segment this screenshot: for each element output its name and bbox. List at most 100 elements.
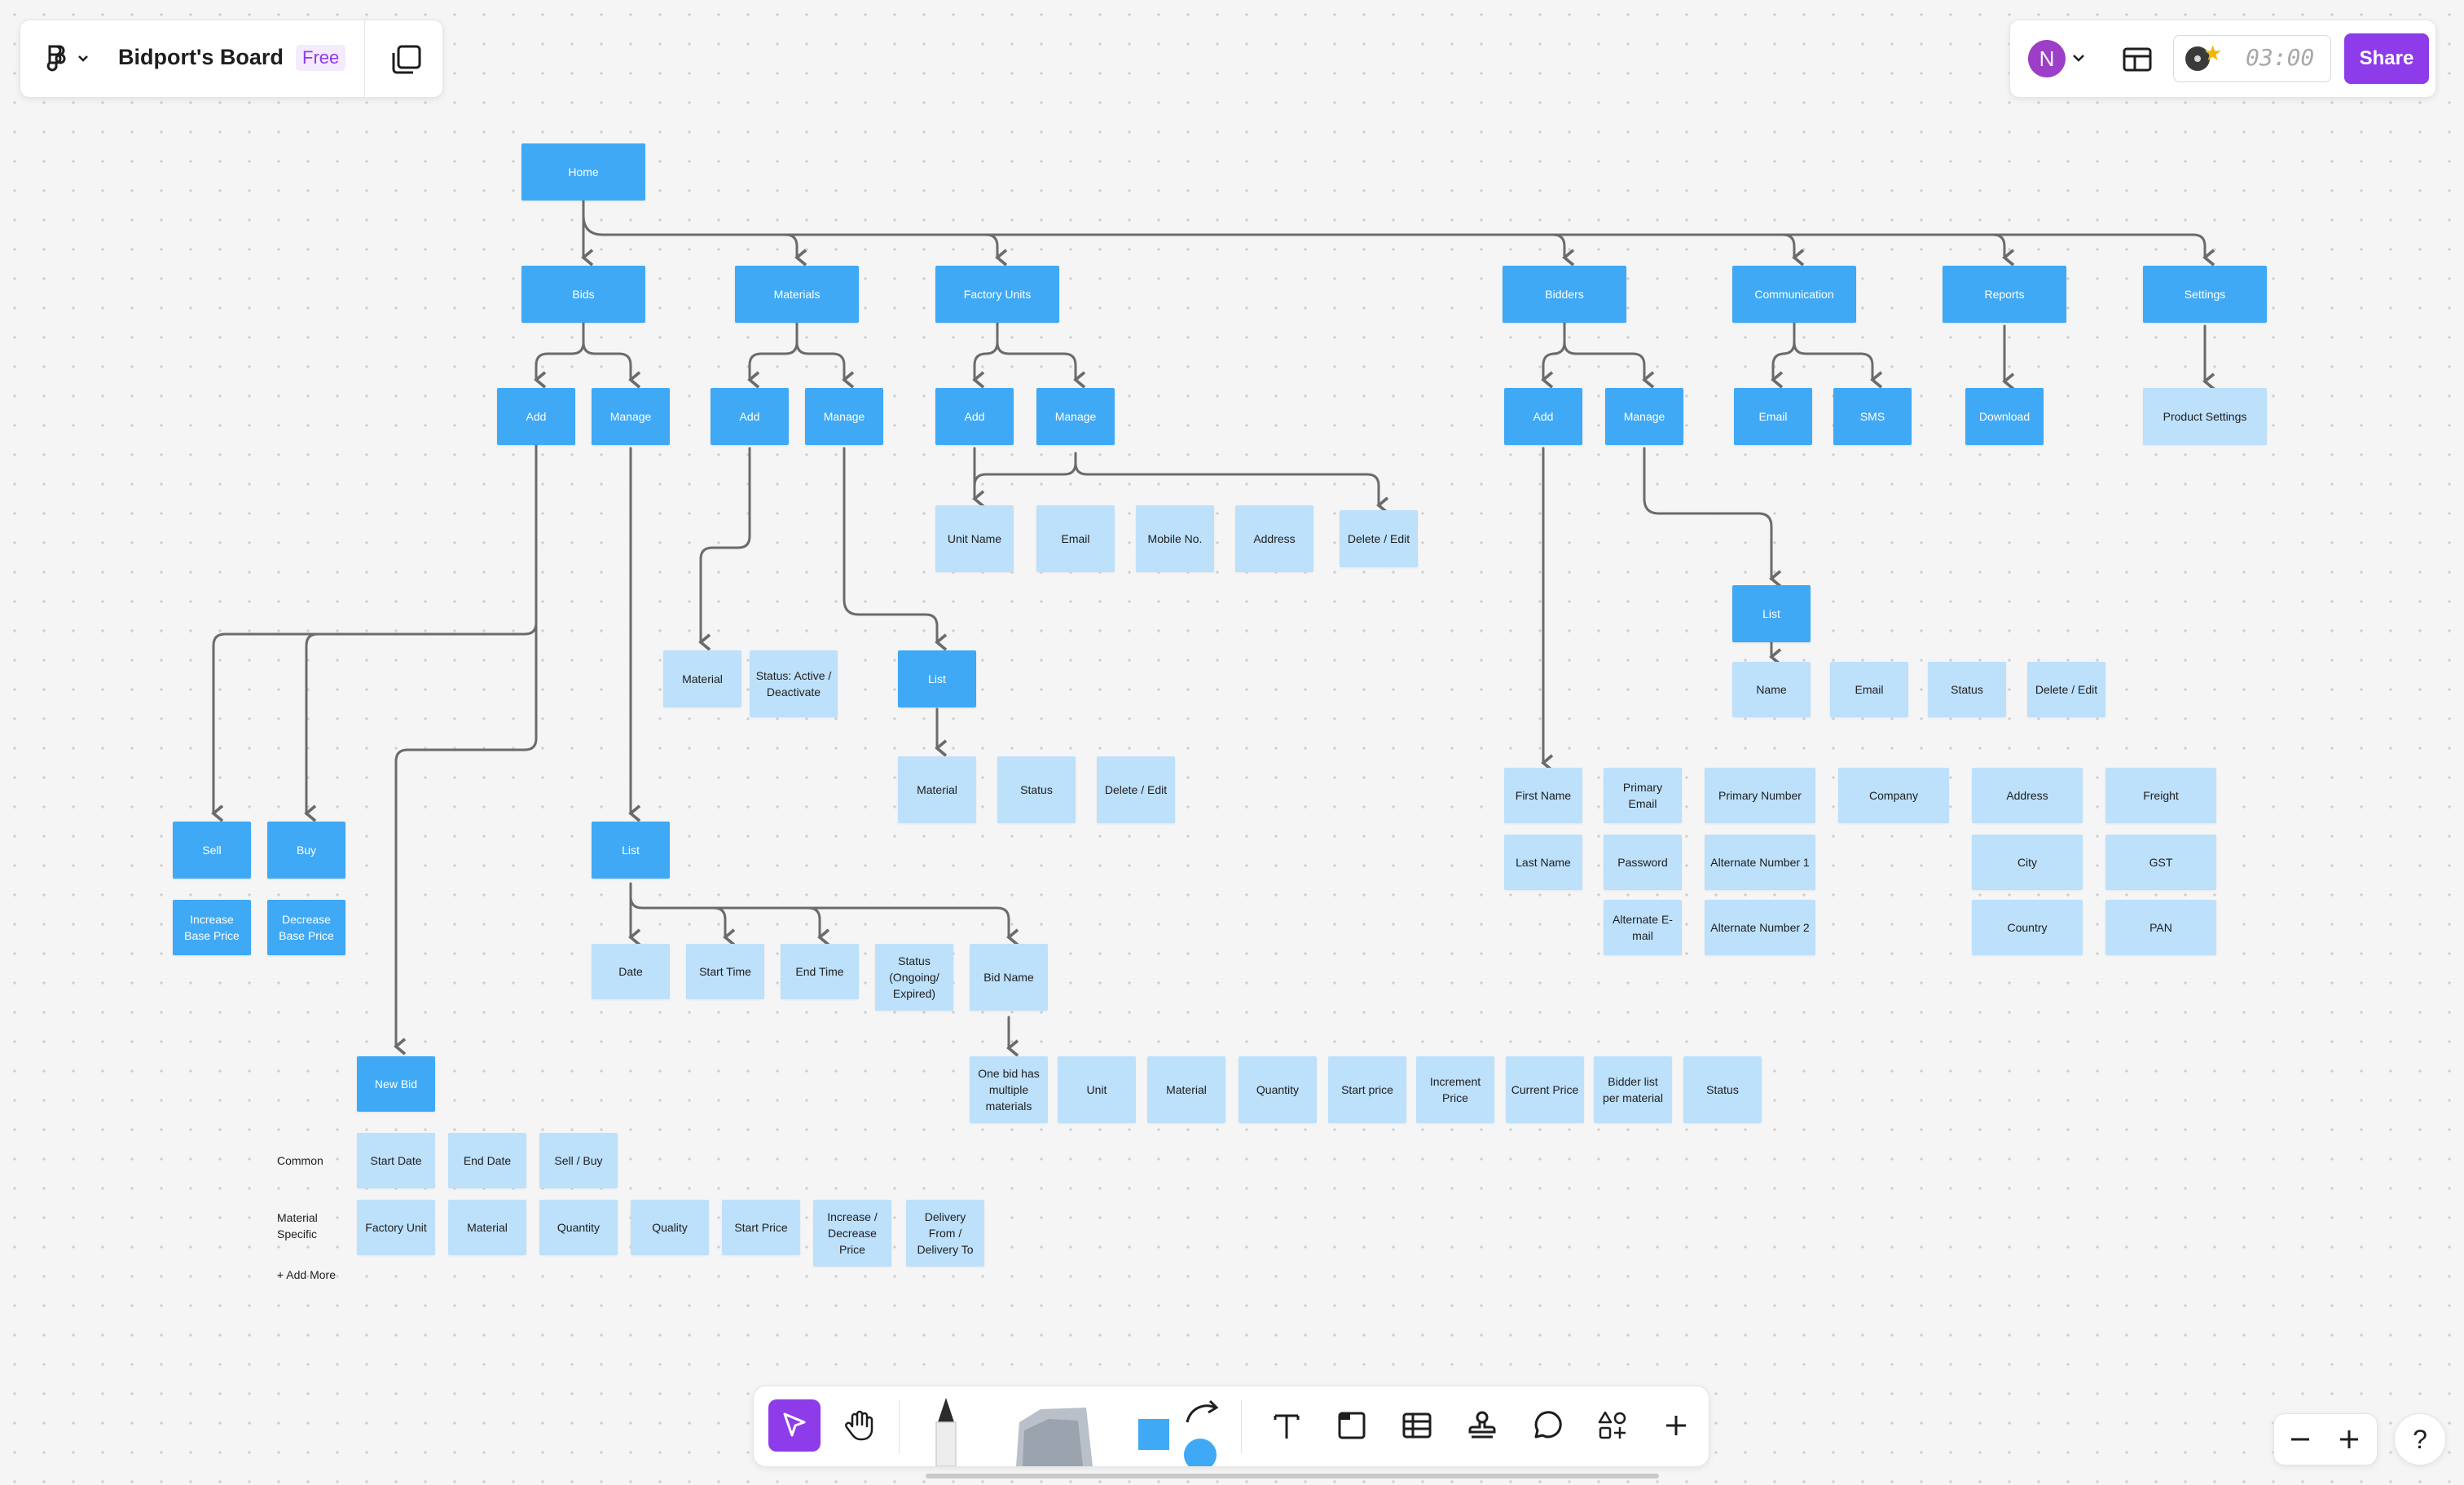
add-more-link[interactable]: + Add More bbox=[277, 1268, 336, 1281]
node-bids-list-field[interactable]: Date bbox=[592, 944, 670, 999]
node-material-specific-field[interactable]: Quality bbox=[631, 1200, 709, 1255]
node-bidder-city[interactable]: City bbox=[1972, 835, 2083, 890]
node-material-specific-field[interactable]: Start Price bbox=[722, 1200, 800, 1255]
main-menu-button[interactable] bbox=[43, 42, 92, 76]
node-factory-field[interactable]: Address bbox=[1235, 505, 1313, 572]
node-bidder-company[interactable]: Company bbox=[1838, 768, 1949, 823]
node-factory-field[interactable]: Mobile No. bbox=[1136, 505, 1214, 572]
select-tool[interactable] bbox=[768, 1399, 821, 1452]
node-bidder-primary-email[interactable]: Primary Email bbox=[1604, 768, 1682, 823]
node-factory-field[interactable]: Delete / Edit bbox=[1340, 510, 1418, 567]
node-bids-buy[interactable]: Buy bbox=[267, 822, 345, 879]
connector-tool[interactable] bbox=[1179, 1393, 1231, 1466]
node-bid-detail[interactable]: Increment Price bbox=[1416, 1056, 1494, 1123]
node-bids-sell[interactable]: Sell bbox=[173, 822, 251, 879]
node-home[interactable]: Home bbox=[521, 143, 645, 200]
node-bidder-country[interactable]: Country bbox=[1972, 900, 2083, 955]
node-bidder-pan[interactable]: PAN bbox=[2105, 900, 2216, 955]
node-bid-detail[interactable]: Start price bbox=[1328, 1056, 1406, 1123]
node-bids-list[interactable]: List bbox=[592, 822, 670, 879]
section-tool[interactable] bbox=[1326, 1399, 1378, 1452]
timer-button[interactable]: ★ 03:00 bbox=[2173, 35, 2331, 82]
node-reports-download[interactable]: Download bbox=[1965, 388, 2044, 445]
node-bidder-first-name[interactable]: First Name bbox=[1504, 768, 1582, 823]
node-materials-list[interactable]: List bbox=[898, 650, 976, 707]
node-bids-list-field[interactable]: Bid Name bbox=[970, 944, 1048, 1011]
text-tool[interactable] bbox=[1261, 1399, 1313, 1452]
node-bid-detail[interactable]: Status bbox=[1683, 1056, 1762, 1123]
node-bidders-list-field[interactable]: Delete / Edit bbox=[2027, 662, 2105, 717]
node-bidder-password[interactable]: Password bbox=[1604, 835, 1682, 890]
layout-icon[interactable] bbox=[2121, 43, 2154, 76]
node-bids-add[interactable]: Add bbox=[497, 388, 575, 445]
add-tool[interactable] bbox=[1650, 1399, 1702, 1452]
zoom-out-button[interactable] bbox=[2279, 1419, 2321, 1460]
plan-badge[interactable]: Free bbox=[296, 45, 346, 71]
node-factory-field[interactable]: Email bbox=[1036, 505, 1115, 572]
node-product-settings[interactable]: Product Settings bbox=[2143, 388, 2267, 445]
stamp-tool[interactable] bbox=[1456, 1399, 1508, 1452]
node-reports[interactable]: Reports bbox=[1943, 266, 2066, 323]
hand-tool[interactable] bbox=[834, 1399, 886, 1452]
node-bids-list-field[interactable]: End Time bbox=[781, 944, 859, 999]
node-material-specific-field[interactable]: Increase / Decrease Price bbox=[813, 1200, 891, 1267]
node-bidder-freight[interactable]: Freight bbox=[2105, 768, 2216, 823]
node-factory-units[interactable]: Factory Units bbox=[935, 266, 1059, 323]
node-bidders-list-field[interactable]: Status bbox=[1928, 662, 2006, 717]
node-bids-manage[interactable]: Manage bbox=[592, 388, 670, 445]
node-material-list-field[interactable]: Status bbox=[997, 756, 1076, 823]
node-material-specific-field[interactable]: Quantity bbox=[539, 1200, 618, 1255]
avatar[interactable]: N bbox=[2028, 40, 2066, 77]
node-bid-detail[interactable]: One bid has multiple materials bbox=[970, 1056, 1048, 1123]
node-common-field[interactable]: End Date bbox=[448, 1133, 526, 1188]
node-bids[interactable]: Bids bbox=[521, 266, 645, 323]
node-bidder-alternate-number-2[interactable]: Alternate Number 2 bbox=[1705, 900, 1815, 955]
node-material-specific-field[interactable]: Delivery From / Delivery To bbox=[906, 1200, 984, 1267]
node-materials-manage[interactable]: Manage bbox=[805, 388, 883, 445]
node-increase-base-price[interactable]: Increase Base Price bbox=[173, 900, 251, 955]
node-materials[interactable]: Materials bbox=[735, 266, 859, 323]
node-common-field[interactable]: Start Date bbox=[357, 1133, 435, 1188]
node-factory-field[interactable]: Unit Name bbox=[935, 505, 1014, 572]
node-bidders-add[interactable]: Add bbox=[1504, 388, 1582, 445]
node-bidder-alternate-number-1[interactable]: Alternate Number 1 bbox=[1705, 835, 1815, 890]
marker-tool[interactable] bbox=[917, 1395, 975, 1466]
node-material-list-field[interactable]: Delete / Edit bbox=[1097, 756, 1175, 823]
node-bidders-list[interactable]: List bbox=[1732, 585, 1811, 642]
comment-tool[interactable] bbox=[1521, 1399, 1573, 1452]
help-button[interactable]: ? bbox=[2394, 1413, 2446, 1465]
node-factory-add[interactable]: Add bbox=[935, 388, 1014, 445]
node-communication[interactable]: Communication bbox=[1732, 266, 1856, 323]
node-material-specific-field[interactable]: Material bbox=[448, 1200, 526, 1255]
node-settings[interactable]: Settings bbox=[2143, 266, 2267, 323]
node-bidder-primary-number[interactable]: Primary Number bbox=[1705, 768, 1815, 823]
node-bids-list-field[interactable]: Start Time bbox=[686, 944, 764, 999]
node-bid-detail[interactable]: Quantity bbox=[1239, 1056, 1317, 1123]
node-material-add-field[interactable]: Material bbox=[663, 650, 741, 707]
node-decrease-base-price[interactable]: Decrease Base Price bbox=[267, 900, 345, 955]
chevron-down-icon[interactable] bbox=[2070, 50, 2087, 66]
node-factory-manage[interactable]: Manage bbox=[1036, 388, 1115, 445]
node-bids-list-field[interactable]: Status (Ongoing/ Expired) bbox=[875, 944, 953, 1011]
node-bidder-address[interactable]: Address bbox=[1972, 768, 2083, 823]
node-material-specific-field[interactable]: Factory Unit bbox=[357, 1200, 435, 1255]
horizontal-scrollbar[interactable] bbox=[926, 1474, 1659, 1478]
node-bid-detail[interactable]: Current Price bbox=[1506, 1056, 1584, 1123]
node-bidders-list-field[interactable]: Name bbox=[1732, 662, 1811, 717]
node-bid-detail[interactable]: Unit bbox=[1058, 1056, 1136, 1123]
node-materials-add[interactable]: Add bbox=[711, 388, 789, 445]
table-tool[interactable] bbox=[1391, 1399, 1443, 1452]
board-title[interactable]: Bidport's Board bbox=[118, 45, 284, 69]
share-button[interactable]: Share bbox=[2344, 33, 2429, 84]
node-bid-detail[interactable]: Bidder list per material bbox=[1594, 1056, 1672, 1123]
shape-library[interactable] bbox=[1008, 1398, 1099, 1466]
node-communication-email[interactable]: Email bbox=[1734, 388, 1812, 445]
node-new-bid[interactable]: New Bid bbox=[357, 1056, 435, 1112]
node-bidders-list-field[interactable]: Email bbox=[1830, 662, 1908, 717]
zoom-in-button[interactable] bbox=[2328, 1419, 2370, 1460]
node-bid-detail[interactable]: Material bbox=[1147, 1056, 1225, 1123]
node-bidder-last-name[interactable]: Last Name bbox=[1504, 835, 1582, 890]
node-bidder-alternate-email[interactable]: Alternate E-mail bbox=[1604, 900, 1682, 955]
node-communication-sms[interactable]: SMS bbox=[1833, 388, 1912, 445]
node-bidder-gst[interactable]: GST bbox=[2105, 835, 2216, 890]
